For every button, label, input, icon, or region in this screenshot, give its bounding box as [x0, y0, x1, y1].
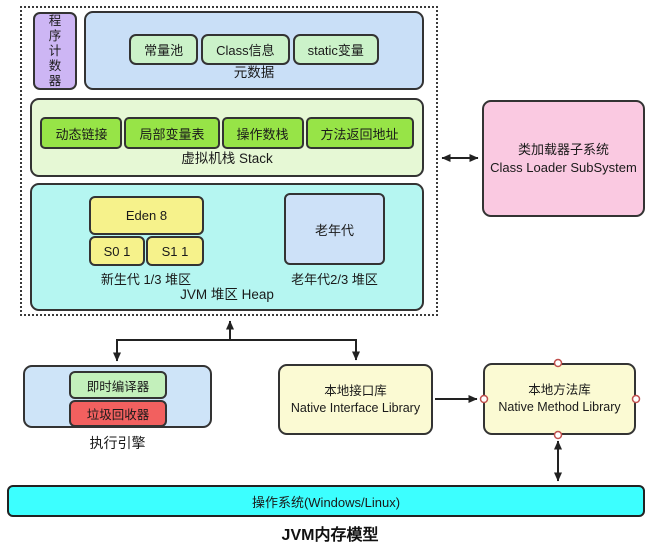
vm-stack-items: 动态链接 局部变量表 操作数栈 方法返回地址 [32, 117, 422, 149]
vm-stack-box[interactable]: 动态链接 局部变量表 操作数栈 方法返回地址 虚拟机栈 Stack [30, 98, 424, 177]
program-counter-label: 程序计数器 [48, 13, 62, 88]
dynamic-link-box[interactable]: 动态链接 [40, 117, 123, 149]
native-method-library-box[interactable]: 本地方法库 Native Method Library [483, 363, 636, 435]
garbage-collector-box[interactable]: 垃圾回收器 [69, 400, 167, 427]
class-loader-box[interactable]: 类加载器子系统 Class Loader SubSystem [482, 100, 645, 217]
operand-stack-box[interactable]: 操作数栈 [221, 117, 304, 149]
metadata-label: 元数据 [233, 65, 275, 80]
native-interface-label-cn: 本地接口库 [324, 383, 387, 398]
native-method-label-cn: 本地方法库 [528, 383, 591, 397]
eden-box[interactable]: Eden 8 [89, 196, 204, 235]
vm-stack-label: 虚拟机栈 Stack [181, 151, 273, 166]
native-method-label-en: Native Method Library [498, 400, 621, 414]
execution-engine-label: 执行引擎 [89, 435, 146, 451]
young-gen-label: 新生代 1/3 堆区 [100, 272, 192, 287]
local-variable-table-box[interactable]: 局部变量表 [124, 117, 220, 149]
native-interface-library-box[interactable]: 本地接口库 Native Interface Library [278, 364, 433, 435]
old-gen-box[interactable]: 老年代 [284, 193, 385, 265]
constant-pool-box[interactable]: 常量池 [129, 34, 199, 65]
jit-compiler-box[interactable]: 即时编译器 [69, 371, 167, 399]
heap-box[interactable]: Eden 8 S0 1 S1 1 新生代 1/3 堆区 老年代 老年代2/3 堆… [30, 183, 424, 311]
return-address-box[interactable]: 方法返回地址 [305, 117, 414, 149]
heap-label: JVM 堆区 Heap [180, 287, 274, 302]
os-bar[interactable]: 操作系统(Windows/Linux) [7, 485, 645, 517]
metadata-box[interactable]: 常量池 Class信息 static变量 元数据 [84, 11, 424, 90]
class-loader-label-en: Class Loader SubSystem [490, 159, 637, 175]
class-info-box[interactable]: Class信息 [201, 34, 290, 65]
runtime-data-area[interactable] [20, 6, 438, 316]
old-gen-label: 老年代2/3 堆区 [291, 272, 378, 287]
s0-box[interactable]: S0 1 [89, 236, 145, 266]
class-loader-label-cn: 类加载器子系统 [517, 141, 609, 157]
program-counter-box[interactable]: 程序计数器 [33, 12, 77, 90]
static-var-box[interactable]: static变量 [292, 34, 379, 65]
diagram-title: JVM内存模型 [281, 527, 379, 544]
s1-box[interactable]: S1 1 [146, 236, 204, 266]
execution-engine-box[interactable]: 即时编译器 垃圾回收器 [23, 365, 212, 428]
metadata-items: 常量池 Class信息 static变量 [86, 34, 422, 65]
native-interface-label-en: Native Interface Library [290, 400, 421, 415]
